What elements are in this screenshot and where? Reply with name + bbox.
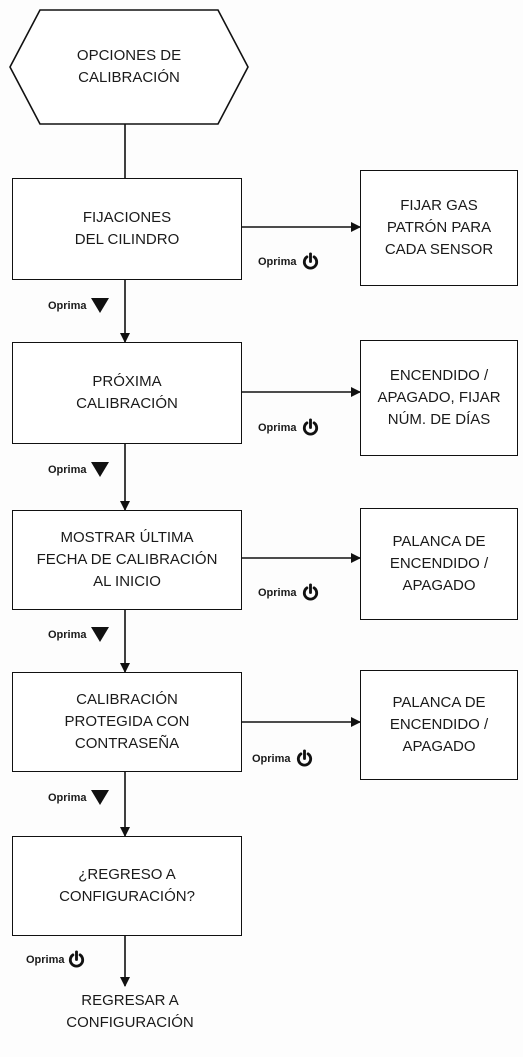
down-triangle-icon <box>90 790 109 805</box>
down-triangle-icon <box>90 462 109 477</box>
press-label: Oprima <box>26 953 65 966</box>
press-power-4: Oprima <box>252 749 314 768</box>
press-down-4: Oprima <box>48 790 109 805</box>
power-icon <box>302 418 318 436</box>
step-show-last-date: MOSTRAR ÚLTIMA FECHA DE CALIBRACIÓN AL I… <box>12 510 242 610</box>
power-icon <box>302 583 318 601</box>
step-password-protected: CALIBRACIÓN PROTEGIDA CON CONTRASEÑA <box>12 672 242 772</box>
start-label: OPCIONES DE CALIBRACIÓN <box>76 47 182 86</box>
press-down-2: Oprima <box>48 462 109 477</box>
press-label: Oprima <box>258 586 297 599</box>
press-power-1: Oprima <box>258 252 320 271</box>
power-icon <box>302 252 318 270</box>
down-triangle-icon <box>90 298 109 313</box>
press-power-3: Oprima <box>258 583 320 602</box>
press-power-5: Oprima <box>26 950 86 969</box>
press-label: Oprima <box>258 421 297 434</box>
step-cylinder-settings: FIJACIONES DEL CILINDRO <box>12 178 242 280</box>
down-triangle-icon <box>90 627 109 642</box>
press-down-3: Oprima <box>48 627 109 642</box>
press-label: Oprima <box>48 791 87 804</box>
step-next-calibration: PRÓXIMA CALIBRACIÓN <box>12 342 242 444</box>
power-icon <box>68 950 84 968</box>
press-label: Oprima <box>48 463 87 476</box>
press-label: Oprima <box>48 628 87 641</box>
press-label: Oprima <box>252 752 291 765</box>
press-down-1: Oprima <box>48 298 109 313</box>
press-power-2: Oprima <box>258 418 320 437</box>
press-label: Oprima <box>258 255 297 268</box>
press-label: Oprima <box>48 299 87 312</box>
side-toggle-on-off-1: PALANCA DE ENCENDIDO / APAGADO <box>360 508 518 620</box>
power-icon <box>296 749 312 767</box>
end-label: REGRESAR A CONFIGURACIÓN <box>66 992 194 1031</box>
side-on-off-days: ENCENDIDO / APAGADO, FIJAR NÚM. DE DÍAS <box>360 340 518 456</box>
start-hexagon <box>9 9 249 125</box>
side-toggle-on-off-2: PALANCA DE ENCENDIDO / APAGADO <box>360 670 518 780</box>
side-set-span-gas: FIJAR GAS PATRÓN PARA CADA SENSOR <box>360 170 518 286</box>
step-return-to-config: ¿REGRESO A CONFIGURACIÓN? <box>12 836 242 936</box>
